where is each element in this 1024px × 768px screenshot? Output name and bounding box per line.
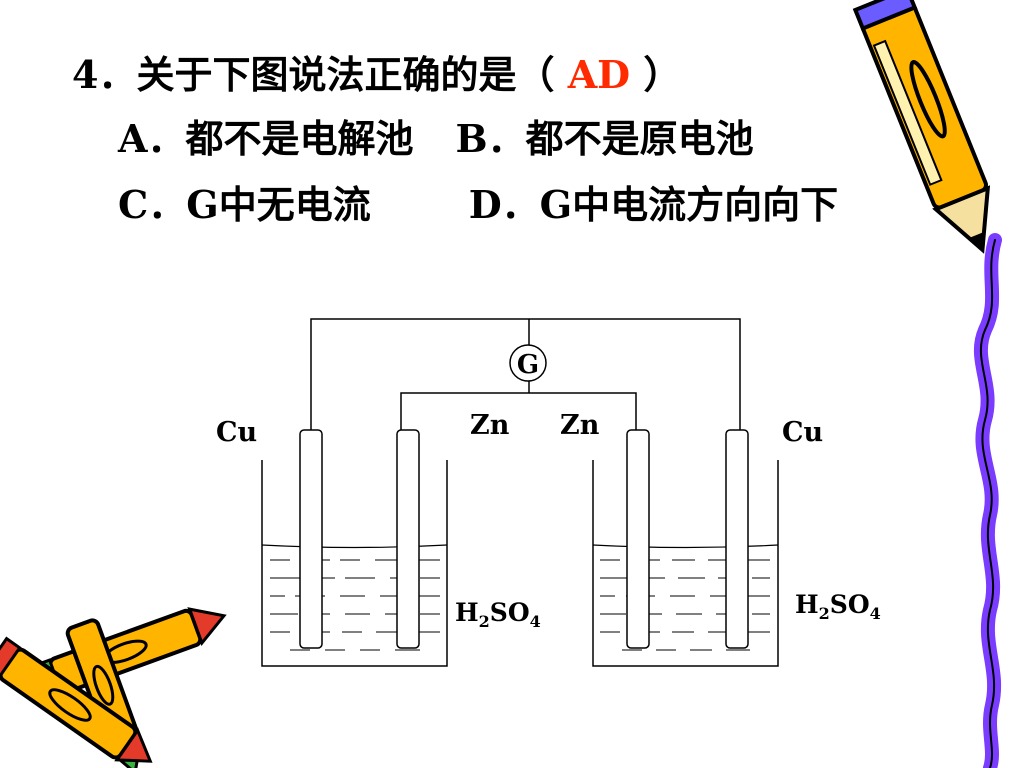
option-b-text: 都不是原电池 (525, 116, 754, 161)
question-stem-before: 关于下图说法正确的是（ (136, 52, 568, 97)
inner-wire (400, 392, 637, 430)
option-a-text: 都不是电解池 (185, 116, 414, 161)
left-electrolyte-label: H2SO4 (455, 598, 541, 631)
question-number: 4． (72, 52, 137, 97)
right-zn-label: Zn (560, 410, 600, 441)
answer-text: AD (567, 52, 631, 97)
option-d-text: G中电流方向向下 (539, 182, 839, 227)
right-beaker (592, 429, 779, 667)
option-c-letter: C． (118, 182, 187, 227)
right-cu-electrode (725, 429, 749, 649)
outer-wire (310, 318, 741, 430)
left-beaker (261, 429, 448, 667)
right-zn-electrode (626, 429, 650, 649)
galvanometer: G (509, 344, 547, 382)
left-cu-label: Cu (216, 417, 257, 448)
left-zn-electrode (396, 429, 420, 649)
option-c-text: G中无电流 (186, 182, 371, 227)
question-stem-after: ） (630, 52, 682, 97)
left-zn-label: Zn (470, 410, 510, 441)
left-cu-electrode (299, 429, 323, 649)
option-d-letter: D． (468, 182, 540, 227)
option-b-letter: B． (455, 116, 526, 161)
question-title: 4．关于下图说法正确的是（ AD ） (72, 56, 681, 94)
right-electrolyte-label: H2SO4 (795, 590, 881, 623)
galvanometer-label: G (517, 350, 539, 380)
option-a-letter: A． (118, 116, 186, 161)
right-cu-label: Cu (782, 417, 823, 448)
